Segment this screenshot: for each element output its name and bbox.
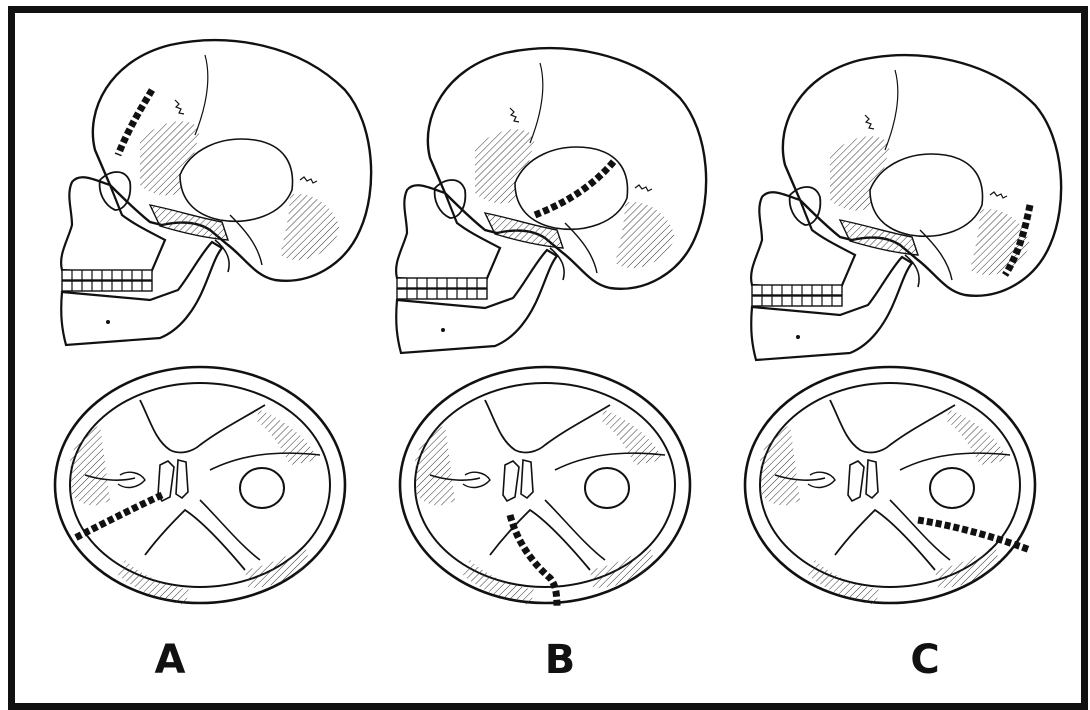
panel-a-skull-lateral (61, 40, 371, 345)
panel-c-skull-base (745, 367, 1035, 605)
panel-label-c: C (885, 640, 965, 680)
panel-label-a: A (130, 640, 210, 680)
panel-b-skull-base (400, 367, 690, 608)
panel-b-skull-lateral (396, 48, 706, 353)
panel-label-b: B (520, 640, 600, 680)
panel-a-skull-base (55, 367, 345, 605)
panel-c-skull-lateral (751, 55, 1061, 360)
